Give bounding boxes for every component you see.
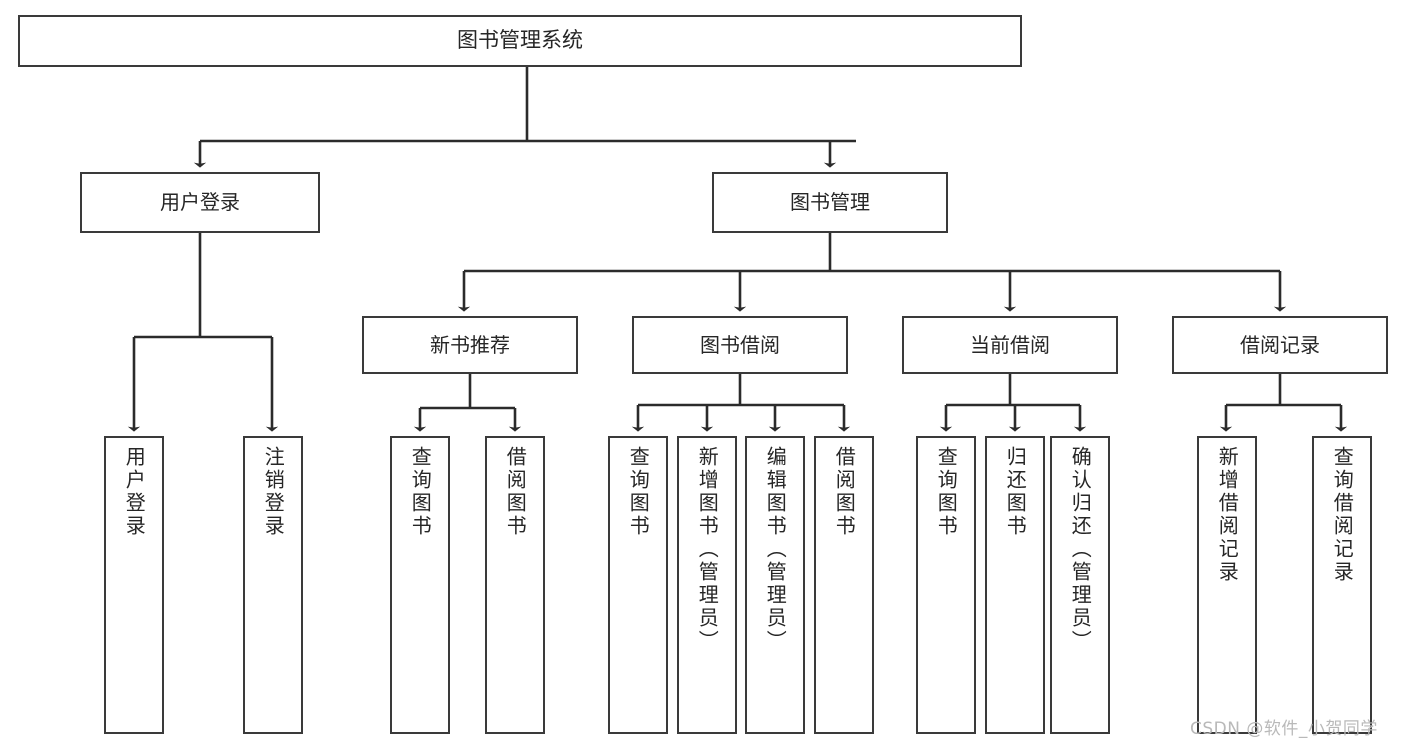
- node-leaf-user-logout-label: 注销登录: [261, 446, 286, 538]
- node-current-borrow[interactable]: 当前借阅: [902, 316, 1118, 374]
- node-leaf-query-book-current[interactable]: 查询图书: [916, 436, 976, 734]
- node-leaf-user-login[interactable]: 用户登录: [104, 436, 164, 734]
- node-leaf-borrow-book-rec[interactable]: 借阅图书: [485, 436, 545, 734]
- node-leaf-query-book-current-label: 查询图书: [934, 446, 959, 538]
- node-leaf-add-book[interactable]: 新增图书（管理员）: [677, 436, 737, 734]
- node-leaf-add-record[interactable]: 新增借阅记录: [1197, 436, 1257, 734]
- node-leaf-query-book-rec-label: 查询图书: [408, 446, 433, 538]
- node-book-manage[interactable]: 图书管理: [712, 172, 948, 233]
- node-borrow-record[interactable]: 借阅记录: [1172, 316, 1388, 374]
- node-leaf-borrow-book[interactable]: 借阅图书: [814, 436, 874, 734]
- node-leaf-user-logout[interactable]: 注销登录: [243, 436, 303, 734]
- node-leaf-borrow-book-rec-label: 借阅图书: [503, 446, 528, 538]
- node-root-label: 图书管理系统: [457, 28, 583, 53]
- node-leaf-user-login-label: 用户登录: [122, 446, 147, 538]
- node-leaf-borrow-book-label: 借阅图书: [832, 446, 857, 538]
- node-borrow-record-label: 借阅记录: [1240, 332, 1320, 357]
- node-root[interactable]: 图书管理系统: [18, 15, 1022, 67]
- watermark-text: CSDN @软件_小贺同学: [1190, 719, 1378, 739]
- node-leaf-edit-book-label: 编辑图书（管理员）: [763, 446, 788, 653]
- node-leaf-query-book-borrow[interactable]: 查询图书: [608, 436, 668, 734]
- node-leaf-query-book-borrow-label: 查询图书: [626, 446, 651, 538]
- node-leaf-add-record-label: 新增借阅记录: [1215, 446, 1240, 584]
- node-user-login[interactable]: 用户登录: [80, 172, 320, 233]
- node-leaf-edit-book[interactable]: 编辑图书（管理员）: [745, 436, 805, 734]
- node-leaf-return-book[interactable]: 归还图书: [985, 436, 1045, 734]
- node-new-book-rec[interactable]: 新书推荐: [362, 316, 578, 374]
- node-leaf-query-record[interactable]: 查询借阅记录: [1312, 436, 1372, 734]
- node-leaf-return-book-label: 归还图书: [1003, 446, 1028, 538]
- node-leaf-confirm-return-label: 确认归还（管理员）: [1068, 446, 1093, 653]
- node-book-borrow-label: 图书借阅: [700, 332, 780, 357]
- node-book-borrow[interactable]: 图书借阅: [632, 316, 848, 374]
- node-current-borrow-label: 当前借阅: [970, 332, 1050, 357]
- node-leaf-query-book-rec[interactable]: 查询图书: [390, 436, 450, 734]
- node-leaf-add-book-label: 新增图书（管理员）: [695, 446, 720, 653]
- node-book-manage-label: 图书管理: [790, 190, 870, 215]
- node-user-login-label: 用户登录: [160, 190, 240, 215]
- node-new-book-rec-label: 新书推荐: [430, 332, 510, 357]
- node-leaf-query-record-label: 查询借阅记录: [1330, 446, 1355, 584]
- node-leaf-confirm-return[interactable]: 确认归还（管理员）: [1050, 436, 1110, 734]
